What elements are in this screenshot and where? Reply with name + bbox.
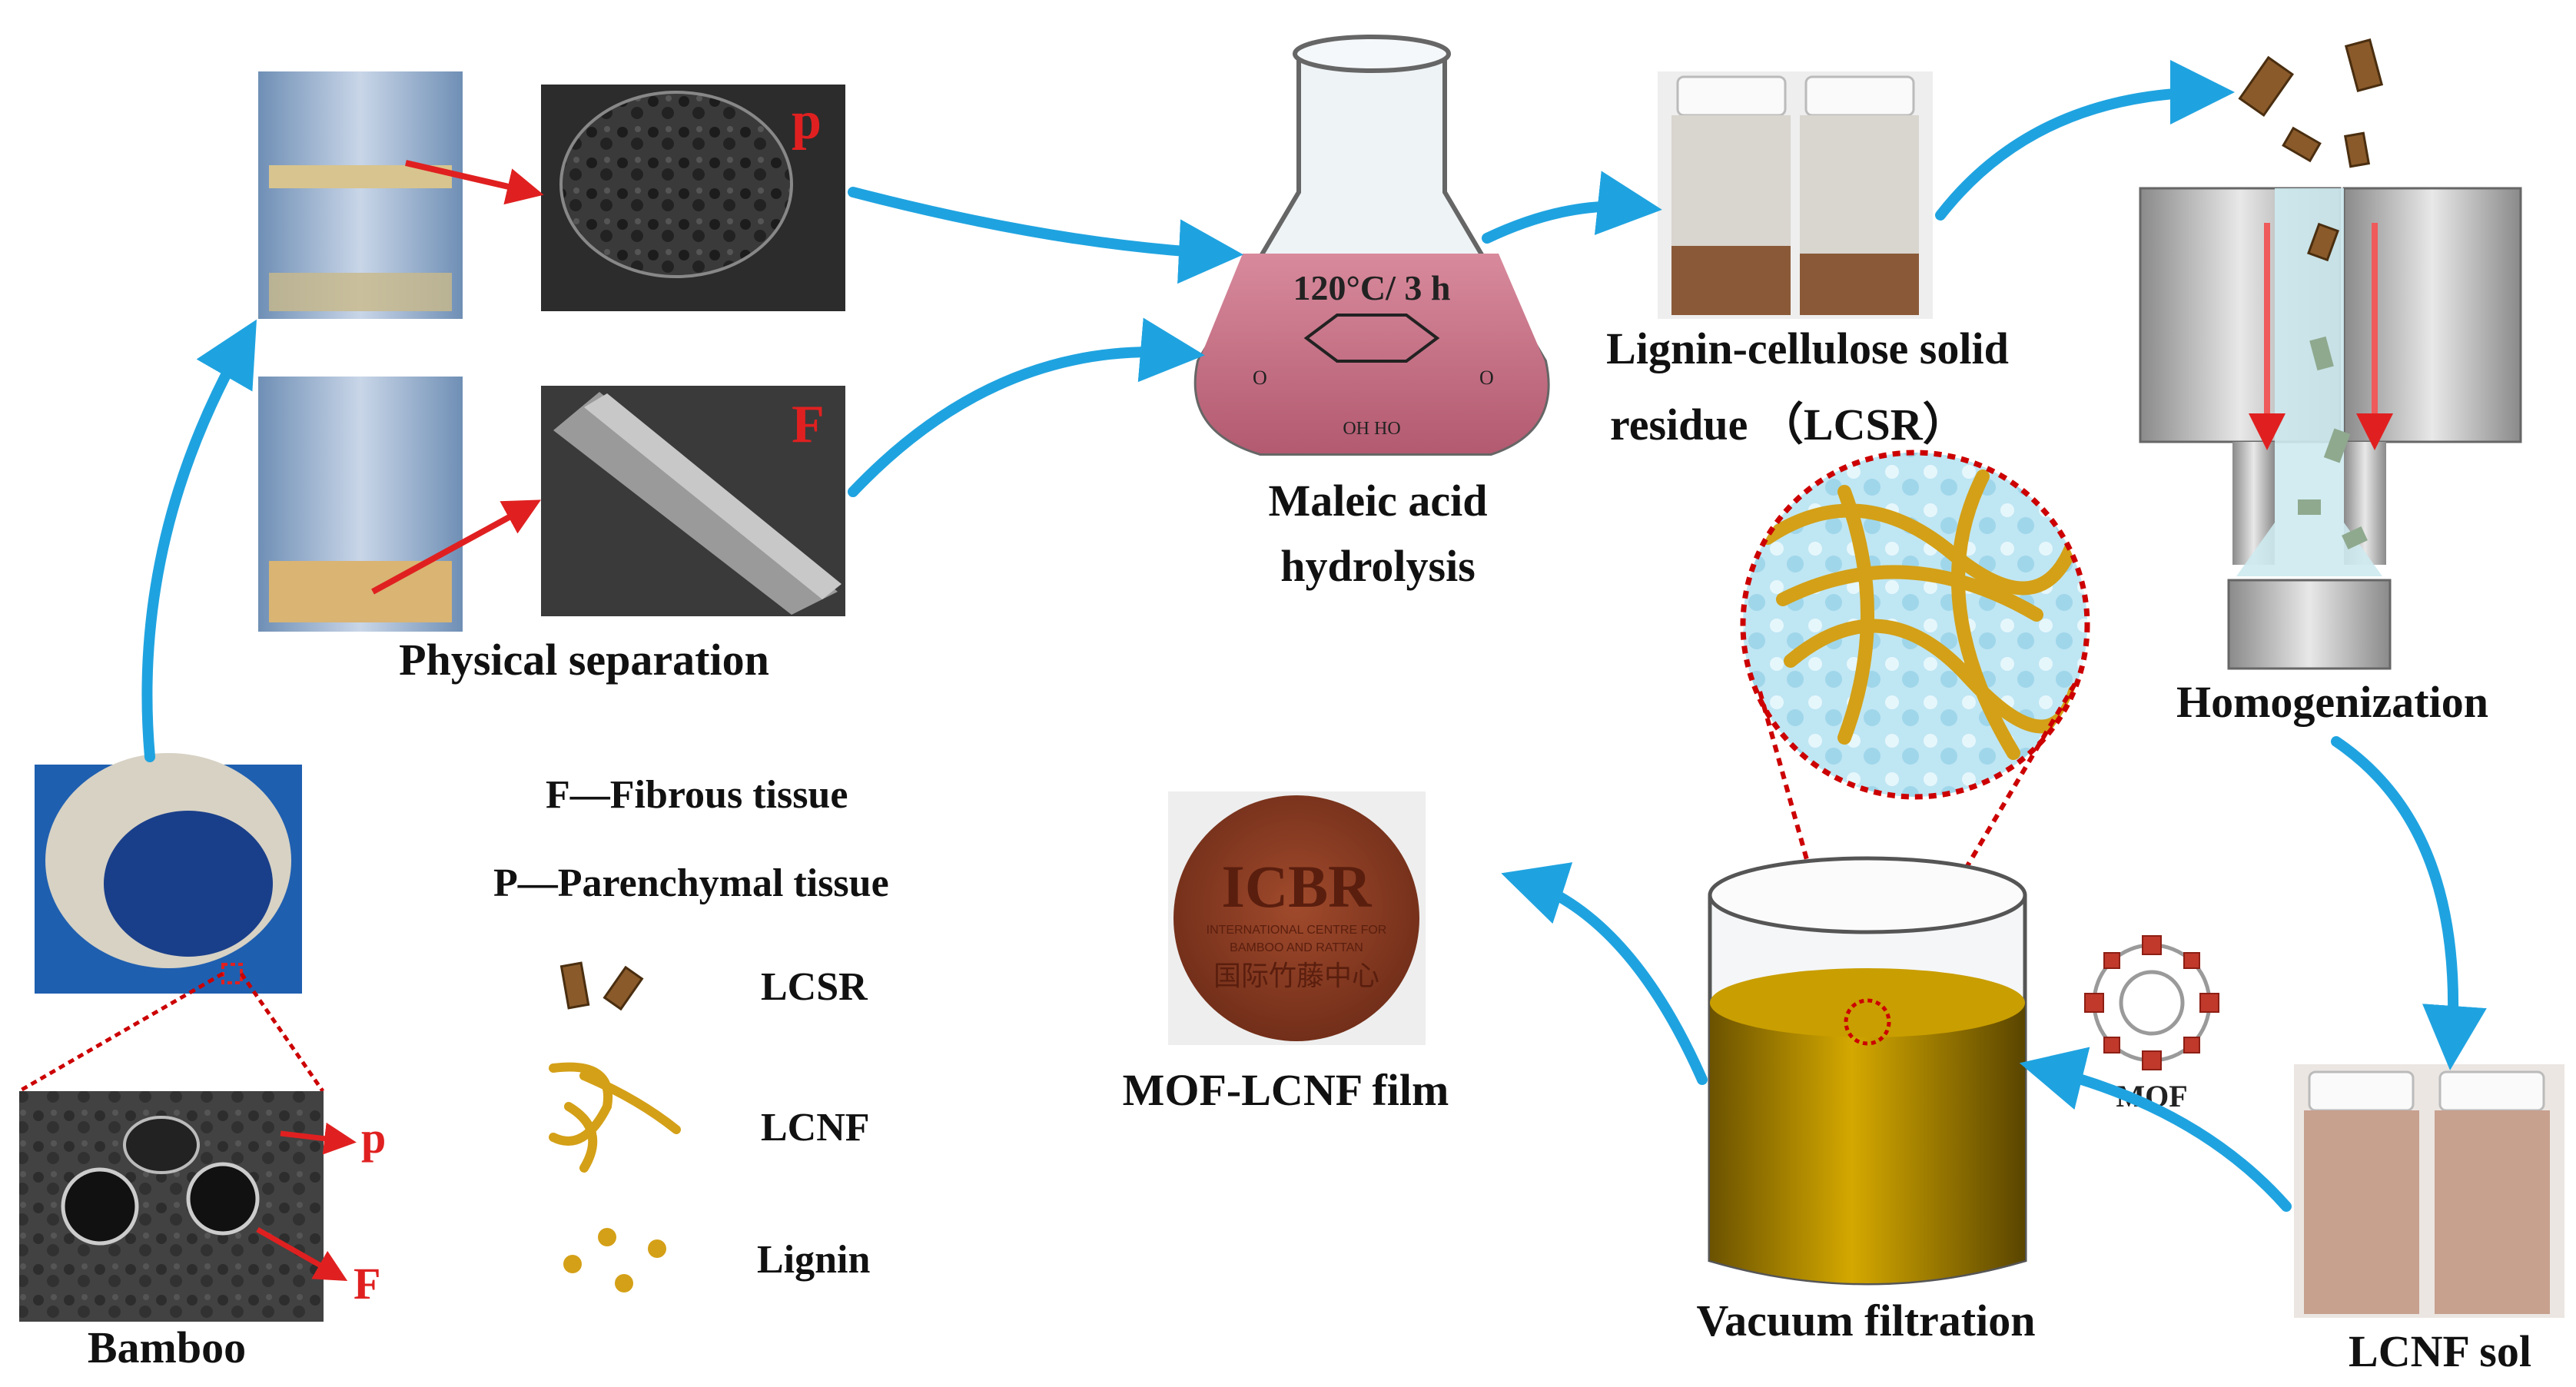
bamboo-sem-crosssection <box>19 1091 324 1322</box>
lcsr-bottles-photo <box>1658 71 1933 319</box>
beaker-photo-parenchymal <box>258 71 463 319</box>
homogenizer <box>2139 187 2522 670</box>
zoom-line-left-cyl <box>1758 691 1854 1023</box>
arrow-semp-to-flask <box>848 187 1243 284</box>
molecule-o-right: O <box>1479 367 1494 389</box>
zoom-line-right-cyl <box>1873 682 2077 1024</box>
arrow-lcsr-to-homogenizer <box>1935 60 2235 221</box>
film-logo-text: ICBR <box>1221 853 1373 920</box>
bamboo-ring-photo <box>35 753 302 994</box>
sem-marker-f-upper: F <box>792 395 825 454</box>
flask-condition-label: 120°C/ 3 h <box>1293 268 1451 307</box>
sem-marker-f-lower: F <box>354 1259 380 1309</box>
legend-lignin-text: Lignin <box>757 1238 871 1282</box>
red-arrow-lower <box>371 499 542 595</box>
zoom-line-right <box>239 972 325 1093</box>
red-arrow-bamboo-p <box>280 1122 357 1155</box>
zoom-line-left <box>18 971 224 1093</box>
legend-lcnf-icon <box>549 1062 681 1173</box>
sem-marker-p-lower: p <box>361 1113 386 1163</box>
red-arrow-bamboo-f <box>256 1226 348 1281</box>
sem-marker-p-upper: p <box>792 91 822 151</box>
label-vacuum-filtration: Vacuum filtration <box>1696 1296 2036 1346</box>
arrow-homogenizer-to-sol <box>2331 736 2487 1070</box>
sem-image-fibrous <box>541 386 845 616</box>
label-maleic-acid-line2: hydrolysis <box>1280 541 1476 591</box>
legend-lcnf-text: LCNF <box>761 1106 870 1150</box>
label-mof-lcnf-film: MOF-LCNF film <box>1122 1065 1449 1115</box>
arrow-sol-to-cylinder <box>2019 1047 2292 1212</box>
label-lcsr-line1: Lignin-cellulose solid <box>1606 324 2009 373</box>
legend-parenchymal-text: P—Parenchymal tissue <box>493 861 889 905</box>
legend-fibrous-text: F—Fibrous tissue <box>546 773 848 817</box>
molecule-o-left: O <box>1253 367 1267 389</box>
red-arrow-upper <box>405 160 544 205</box>
film-line1: INTERNATIONAL CENTRE FOR <box>1207 924 1387 937</box>
lcnf-sol-bottles-photo <box>2294 1064 2564 1318</box>
legend-lcsr-icon <box>559 961 644 1011</box>
legend-lignin-icon <box>563 1228 666 1292</box>
arrow-bamboo-to-beaker <box>141 319 257 762</box>
mof-structure-icon <box>2084 935 2219 1070</box>
vacuum-filtration-cylinder <box>1708 856 2027 1286</box>
molecule-oh-pair: OH HO <box>1343 419 1400 439</box>
label-homogenization: Homogenization <box>2176 677 2488 727</box>
beaker-photo-fibrous <box>258 377 463 632</box>
label-lcsr-line2: residue （LCSR） <box>1610 400 1967 450</box>
legend-lcsr-text: LCSR <box>761 965 868 1009</box>
sem-image-parenchymal <box>541 85 845 311</box>
label-maleic-acid-line1: Maleic acid <box>1268 476 1488 526</box>
mof-lcnf-film-photo <box>1168 791 1426 1045</box>
label-physical-separation: Physical separation <box>399 635 769 685</box>
film-line2: BAMBOO AND RATTAN <box>1230 941 1363 954</box>
label-bamboo: Bamboo <box>87 1322 247 1372</box>
film-line3: 国际竹藤中心 <box>1213 961 1379 992</box>
lcnf-network-zoom <box>1740 450 2090 800</box>
label-lcnf-sol: LCNF sol <box>2349 1326 2531 1376</box>
arrow-flask-to-lcsr <box>1482 171 1662 244</box>
erlenmeyer-flask <box>1193 35 1550 456</box>
arrow-semf-to-flask <box>848 317 1205 497</box>
lcsr-falling-pieces <box>2238 38 2384 262</box>
arrow-cylinder-to-film <box>1501 862 1708 1085</box>
